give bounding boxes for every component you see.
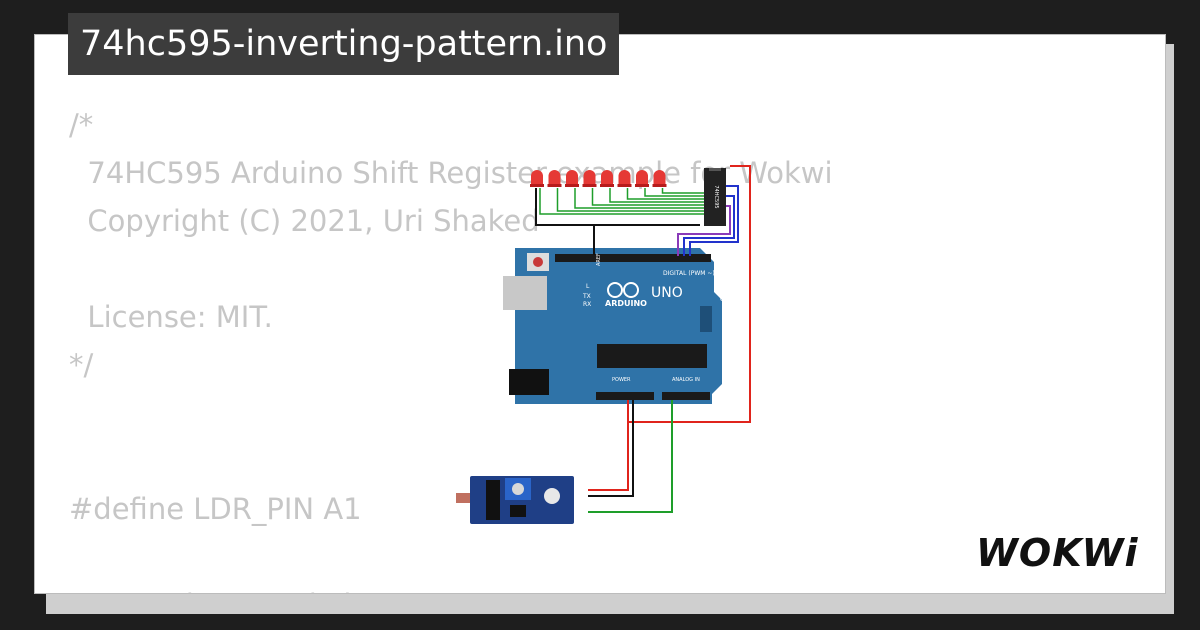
led-2 [547, 170, 562, 187]
led-6 [617, 170, 632, 187]
digital-label: DIGITAL (PWM ~) [663, 270, 715, 277]
wokwi-logo-text: WOKWi [976, 531, 1139, 575]
analog-header [662, 392, 710, 400]
comparator-chip [510, 505, 526, 517]
code-line: /* [69, 108, 94, 142]
uno-model-label: UNO [651, 285, 683, 301]
power-header [596, 392, 654, 400]
code-line: // LDR Characteristics [69, 581, 833, 593]
power-jack [509, 369, 549, 395]
code-line: Copyright (C) 2021, Uri Shaked [69, 204, 540, 238]
sensor-led [544, 488, 560, 504]
wires [535, 165, 751, 513]
code-line: License: MIT. [69, 300, 273, 334]
usb-connector [503, 276, 547, 310]
shift-register-label: 74HC595 [713, 185, 719, 208]
led-wires [539, 188, 704, 215]
arduino-logo-text: ARDUINO [605, 299, 647, 308]
digital-header [555, 254, 711, 262]
project-title: 74hc595-inverting-pattern.ino [68, 13, 620, 75]
led-signal-wire [539, 188, 704, 215]
wokwi-logo: WOKWi [976, 531, 1139, 575]
tx-label: TX [582, 293, 591, 300]
led-3 [565, 170, 579, 187]
arduino-uno-board: DIGITAL (PWM ~) AREF TX RX L ARDUINO UNO… [503, 248, 729, 404]
rx-label: RX [583, 301, 591, 308]
led-signal-wire [661, 188, 704, 194]
shift-register-74hc595: 74HC595 [704, 168, 726, 226]
led-7 [635, 170, 649, 187]
led-signal-wire [644, 188, 704, 197]
code-line: */ [69, 348, 94, 382]
led-signal-wire [574, 188, 704, 209]
power-label: POWER [612, 377, 631, 383]
aref-label: AREF [596, 253, 602, 266]
ldr-photoresistor [456, 493, 470, 503]
led-5 [600, 170, 614, 187]
microcontroller-chip [597, 344, 707, 368]
led-1 [530, 170, 544, 187]
code-line: #define LDR_PIN A1 [69, 492, 362, 526]
arduino-logo-left [607, 282, 623, 298]
led-4 [582, 170, 597, 187]
led-8 [652, 170, 667, 187]
led-signal-wire [609, 188, 704, 203]
l-label: L [586, 283, 590, 290]
analog-label: ANALOG IN [672, 377, 700, 383]
led-signal-wire [556, 188, 704, 212]
led-signal-wire [626, 188, 704, 200]
led-signal-wire [591, 188, 704, 206]
on-label: ON [720, 296, 729, 303]
ldr-sensor-module [456, 476, 574, 524]
led-row [530, 170, 667, 187]
reset-button [533, 257, 543, 267]
arduino-logo-right [623, 282, 639, 298]
